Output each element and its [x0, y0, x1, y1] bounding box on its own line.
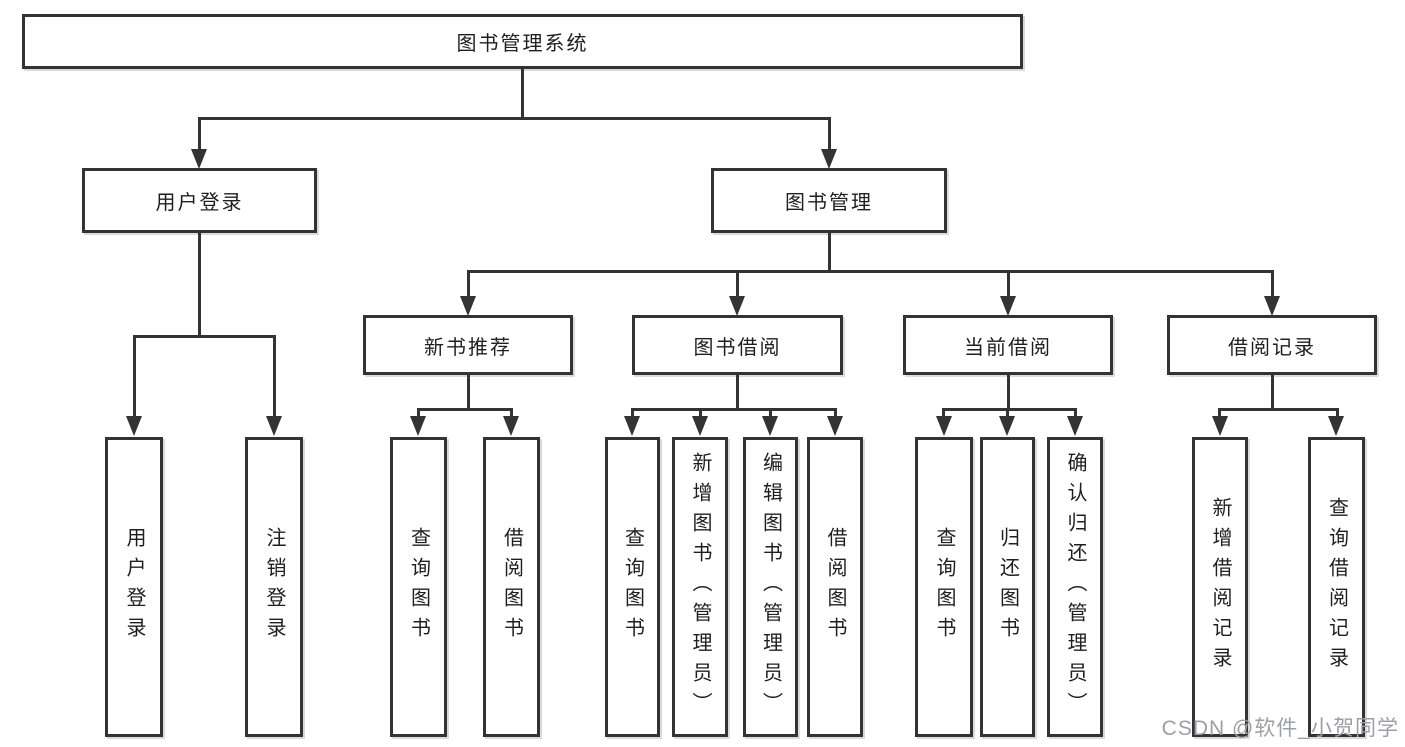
connector-root-split: [198, 117, 831, 120]
arrow-down-icon: [1067, 416, 1083, 436]
connector-groupB-drop1: [631, 408, 634, 418]
node-label: 用户登录: [155, 192, 244, 214]
connector-drop-logout: [273, 335, 276, 418]
connector-groupD-drop2: [1336, 408, 1339, 418]
leaf-query-borrow-record: 查询借阅记录: [1308, 437, 1365, 737]
connector-drop-new-book-recommend: [467, 270, 470, 298]
node-user-login: 用户登录: [82, 168, 317, 233]
arrow-down-icon: [692, 416, 708, 436]
node-label: 借阅图书: [500, 527, 523, 647]
connector-groupB-drop2: [699, 408, 702, 418]
node-borrow-records: 借阅记录: [1167, 315, 1377, 375]
arrow-down-icon: [762, 416, 778, 436]
node-label: 归还图书: [996, 527, 1019, 647]
node-label: 用户登录: [123, 527, 145, 647]
leaf-confirm-return-admin: 确认归还（管理员）: [1047, 437, 1103, 737]
connector-groupB-stem: [736, 375, 739, 411]
node-label: 注销登录: [263, 527, 285, 647]
connector-drop-user-login: [198, 117, 201, 152]
arrow-down-icon: [460, 296, 476, 316]
arrow-down-icon: [191, 149, 207, 169]
node-label: 图书管理: [785, 192, 873, 214]
node-label: 查询借阅记录: [1325, 497, 1348, 677]
node-label: 借阅图书: [824, 527, 846, 647]
node-label: 借阅记录: [1228, 336, 1316, 359]
connector-book-management-stem: [828, 233, 831, 272]
node-root: 图书管理系统: [22, 14, 1023, 69]
connector-drop-login: [133, 335, 136, 418]
arrow-down-icon: [624, 416, 640, 436]
connector-groupA-drop1: [417, 408, 420, 418]
node-label: 图书管理系统: [456, 33, 589, 55]
arrow-down-icon: [729, 296, 745, 316]
node-label: 新增借阅记录: [1209, 497, 1231, 677]
connector-drop-book-management: [828, 117, 831, 152]
leaf-query-books-borrow: 查询图书: [605, 437, 660, 737]
node-label: 新书推荐: [424, 336, 512, 359]
arrow-down-icon: [936, 416, 952, 436]
connector-groupB-drop4: [834, 408, 837, 418]
connector-groupC-drop1: [942, 408, 945, 418]
connector-groupA-split: [417, 408, 513, 411]
leaf-add-books-admin: 新增图书（管理员）: [672, 437, 728, 737]
node-label: 查询图书: [933, 527, 955, 647]
node-label: 编辑图书（管理员）: [759, 452, 782, 722]
connector-groupD-drop1: [1218, 408, 1221, 418]
node-current-borrow: 当前借阅: [903, 315, 1113, 375]
connector-user-login-split: [133, 335, 275, 338]
node-label: 图书借阅: [693, 336, 782, 359]
connector-level3-split: [467, 270, 1274, 273]
node-label: 当前借阅: [964, 336, 1052, 359]
connector-groupC-drop3: [1074, 408, 1077, 418]
node-new-book-recommend: 新书推荐: [363, 315, 573, 375]
connector-groupB-drop3: [769, 408, 772, 418]
connector-drop-book-borrow: [736, 270, 739, 298]
connector-groupA-stem: [467, 375, 470, 411]
arrow-down-icon: [503, 416, 519, 436]
connector-groupC-stem: [1007, 375, 1010, 411]
connector-groupA-drop2: [510, 408, 513, 418]
node-label: 查询图书: [621, 527, 644, 647]
node-label: 确认归还（管理员）: [1064, 452, 1086, 722]
connector-groupB-split: [631, 408, 837, 411]
node-label: 查询图书: [407, 527, 430, 647]
leaf-borrow-books-recommend: 借阅图书: [483, 437, 540, 737]
arrow-down-icon: [821, 149, 837, 169]
leaf-logout: 注销登录: [245, 437, 303, 737]
leaf-return-books: 归还图书: [980, 437, 1035, 737]
leaf-query-books-recommend: 查询图书: [390, 437, 447, 737]
connector-groupC-split: [942, 408, 1077, 411]
connector-groupD-stem: [1271, 375, 1274, 411]
connector-drop-current-borrow: [1007, 270, 1010, 298]
arrow-down-icon: [410, 416, 426, 436]
connector-root-stem: [521, 69, 524, 119]
connector-groupC-drop2: [1006, 408, 1009, 418]
leaf-borrow-books-borrow: 借阅图书: [807, 437, 863, 737]
leaf-user-login: 用户登录: [105, 437, 163, 737]
node-book-management: 图书管理: [711, 168, 947, 233]
leaf-query-books-current: 查询图书: [915, 437, 973, 737]
arrow-down-icon: [1328, 416, 1344, 436]
arrow-down-icon: [266, 416, 282, 436]
leaf-edit-books-admin: 编辑图书（管理员）: [743, 437, 798, 737]
node-label: 新增图书（管理员）: [689, 452, 711, 722]
leaf-add-borrow-record: 新增借阅记录: [1192, 437, 1248, 737]
arrow-down-icon: [827, 416, 843, 436]
watermark-text: CSDN @软件_小贺同学: [1161, 717, 1399, 740]
arrow-down-icon: [999, 416, 1015, 436]
arrow-down-icon: [1264, 296, 1280, 316]
arrow-down-icon: [1212, 416, 1228, 436]
connector-drop-borrow-records: [1271, 270, 1274, 298]
node-book-borrow: 图书借阅: [632, 315, 843, 375]
connector-user-login-stem: [198, 233, 201, 337]
arrow-down-icon: [1000, 296, 1016, 316]
connector-groupD-split: [1218, 408, 1339, 411]
arrow-down-icon: [126, 416, 142, 436]
